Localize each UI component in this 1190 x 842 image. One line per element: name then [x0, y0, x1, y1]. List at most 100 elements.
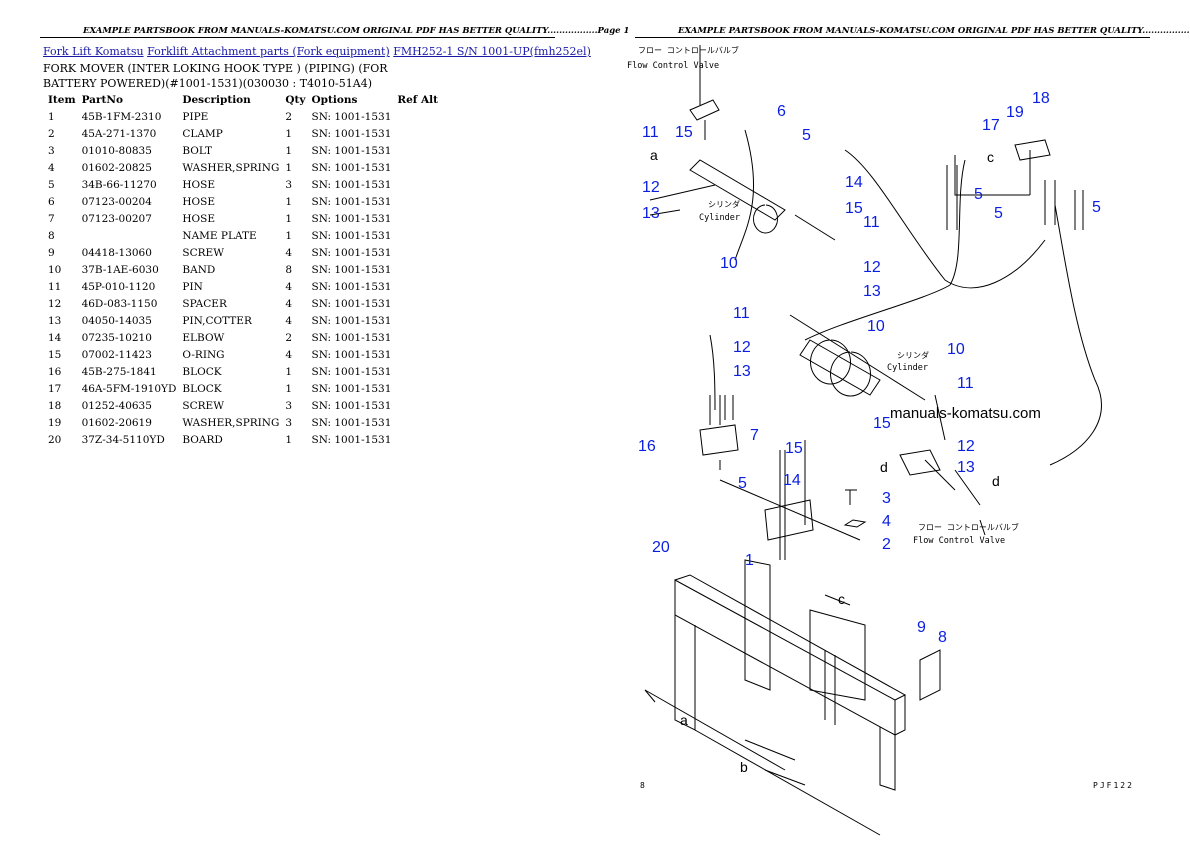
footer-page-number: 8 — [640, 781, 645, 790]
cell-part-no: 34B-66-11270 — [81, 178, 157, 191]
callout-numbers: 1 2 3 4 5 5 5 5 5 6 7 8 9 10 10 10 11 11… — [638, 90, 1101, 646]
cell-ref-alt — [394, 295, 441, 312]
cell-ref-alt — [394, 210, 441, 227]
valve-label: Flow Control Valve — [627, 61, 719, 71]
cell-part-no: 46D-083-1150 — [81, 297, 158, 310]
callout-12: 12 — [957, 438, 975, 455]
cell-options: SN: 1001-1531 — [311, 195, 392, 208]
callout-12: 12 — [863, 259, 881, 276]
callout-13: 13 — [642, 205, 660, 222]
callout-13: 13 — [733, 363, 751, 380]
cell-qty: 4 — [285, 246, 293, 259]
callout-5: 5 — [994, 205, 1003, 222]
jp-cylinder-label: シリンダ — [708, 199, 740, 209]
jp-cylinder-label: シリンダ — [897, 350, 929, 360]
cell-item: 20 — [48, 433, 62, 446]
callout-17: 17 — [982, 117, 1000, 134]
cell-options: SN: 1001-1531 — [311, 416, 392, 429]
cell-item: 10 — [48, 263, 62, 276]
ref-letter-d: d — [992, 473, 1000, 489]
cell-description: CLAMP — [182, 127, 223, 140]
cell-ref-alt — [394, 414, 441, 431]
diagram-linework — [644, 45, 1102, 836]
cell-item: 13 — [48, 314, 62, 327]
cell-ref-alt — [394, 380, 441, 397]
cell-options: SN: 1001-1531 — [311, 229, 392, 242]
callout-11: 11 — [733, 305, 750, 322]
callout-13: 13 — [957, 459, 975, 476]
breadcrumb-link-model[interactable]: FMH252-1 S/N 1001-UP(fmh252el) — [393, 45, 591, 58]
cell-qty: 1 — [285, 382, 293, 395]
cell-item: 7 — [48, 212, 55, 225]
cell-part-no: 01010-80835 — [81, 144, 152, 157]
callout-18: 18 — [1032, 90, 1050, 107]
cell-item: 14 — [48, 331, 62, 344]
cell-options: SN: 1001-1531 — [311, 297, 392, 310]
ref-letter-a: a — [650, 147, 658, 163]
callout-16: 16 — [638, 438, 656, 455]
cell-options: SN: 1001-1531 — [311, 212, 392, 225]
cell-ref-alt — [394, 278, 441, 295]
cell-ref-alt — [394, 227, 441, 244]
cell-description: BLOCK — [182, 382, 222, 395]
callout-2: 2 — [882, 536, 891, 553]
cell-item: 1 — [48, 110, 55, 123]
cell-qty: 3 — [285, 416, 293, 429]
ref-letter-d: d — [880, 459, 888, 475]
diagram-page: EXAMPLE PARTSBOOK FROM MANUALS-KOMATSU.C… — [595, 0, 1190, 842]
callout-14: 14 — [783, 472, 801, 489]
page-header: EXAMPLE PARTSBOOK FROM MANUALS-KOMATSU.C… — [678, 26, 1190, 36]
cell-description: WASHER,SPRING — [182, 416, 280, 429]
cell-part-no: 07123-00204 — [81, 195, 152, 208]
reference-letters: a a b c c d d — [650, 147, 1000, 775]
cell-item: 5 — [48, 178, 55, 191]
breadcrumb-link-fork-lift[interactable]: Fork Lift Komatsu — [43, 45, 144, 58]
page-header: EXAMPLE PARTSBOOK FROM MANUALS-KOMATSU.C… — [83, 26, 630, 36]
ref-letter-b: b — [740, 759, 748, 775]
cell-description: HOSE — [182, 212, 216, 225]
cell-part-no: 07123-00207 — [81, 212, 152, 225]
breadcrumb-link-attachment[interactable]: Forklift Attachment parts (Fork equipmen… — [147, 45, 390, 58]
callout-5: 5 — [1092, 199, 1101, 216]
cell-ref-alt — [394, 176, 441, 193]
cell-options: SN: 1001-1531 — [311, 331, 392, 344]
jp-valve-label: フロー コントロールバルブ — [918, 522, 1019, 532]
cell-part-no: 04418-13060 — [81, 246, 152, 259]
callout-12: 12 — [642, 179, 660, 196]
cell-ref-alt — [394, 125, 441, 142]
cell-qty: 3 — [285, 178, 293, 191]
cylinder-label: Cylinder — [699, 213, 740, 223]
cell-description: SCREW — [182, 399, 224, 412]
cell-options: SN: 1001-1531 — [311, 263, 392, 276]
page-title: FORK MOVER (INTER LOKING HOOK TYPE ) (PI… — [43, 62, 388, 90]
cell-options: SN: 1001-1531 — [311, 348, 392, 361]
cell-qty: 1 — [285, 433, 293, 446]
callout-19: 19 — [1006, 104, 1024, 121]
cell-qty: 1 — [285, 127, 293, 140]
column-header-description: Description — [182, 93, 251, 106]
cell-options: SN: 1001-1531 — [311, 246, 392, 259]
callout-3: 3 — [882, 490, 891, 507]
cell-item: 17 — [48, 382, 62, 395]
cell-qty: 4 — [285, 280, 293, 293]
callout-5: 5 — [738, 475, 747, 492]
cell-ref-alt — [394, 431, 441, 448]
cell-part-no: 45A-271-1370 — [81, 127, 157, 140]
cell-item: 9 — [48, 246, 55, 259]
cell-item: 15 — [48, 348, 62, 361]
cell-ref-alt — [394, 142, 441, 159]
cell-qty: 1 — [285, 195, 293, 208]
cell-description: PIN — [182, 280, 203, 293]
cell-description: O-RING — [182, 348, 225, 361]
